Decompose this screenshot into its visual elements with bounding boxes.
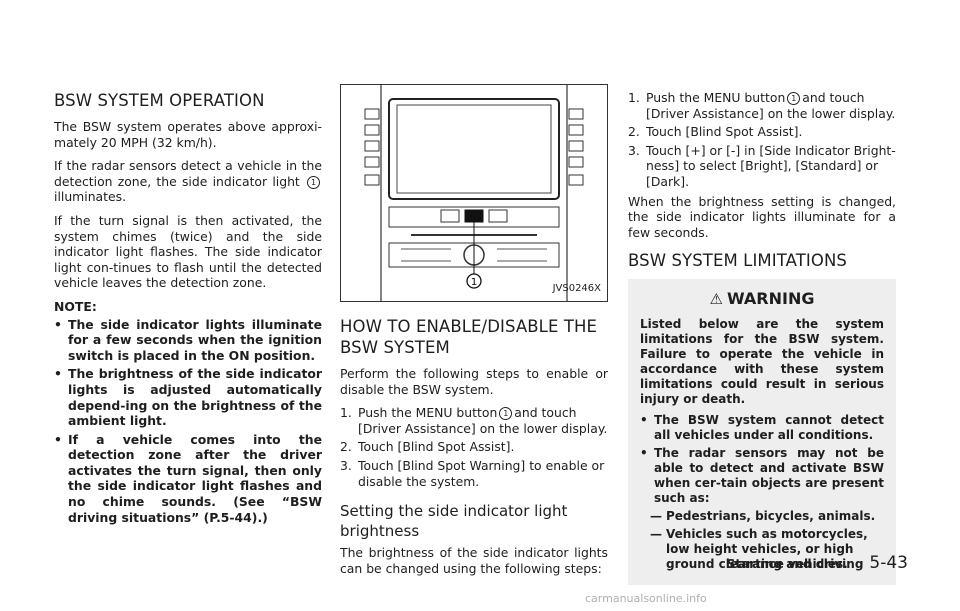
paragraph-text: If the radar sensors detect a vehicle in… xyxy=(54,158,322,189)
dash-icon: — xyxy=(650,509,662,524)
dashboard-illustration: 1 xyxy=(364,85,584,301)
section-heading-operation: BSW SYSTEM OPERATION xyxy=(54,91,265,110)
note-text: The side indicator lights illuminate for… xyxy=(68,316,322,363)
step-number: 1. xyxy=(340,405,352,421)
step-text: Touch [Blind Spot Warning] to enable or … xyxy=(358,457,605,489)
step-text-b: and touch [Driver Assistance] on the low… xyxy=(358,405,608,436)
callout-1-icon: 1 xyxy=(307,175,320,189)
figure-callout-label: 1 xyxy=(471,277,477,288)
step-text-b: and touch [Driver Assistance] on the low… xyxy=(646,90,896,121)
note-item: • The brightness of the side indicator li… xyxy=(54,366,322,428)
bullet-icon: • xyxy=(640,413,648,428)
step-text-a: Push the MENU button xyxy=(646,90,786,105)
paragraph-text: illuminates. xyxy=(54,189,127,205)
step-item: 3. Touch [Blind Spot Warning] to enable o… xyxy=(340,458,608,489)
warning-subitem-text: Pedestrians, bicycles, animals. xyxy=(666,509,876,524)
callout-1-icon: 1 xyxy=(499,407,513,421)
note-text: If a vehicle comes into the detection zo… xyxy=(68,431,322,525)
step-text-a: Push the MENU button xyxy=(358,405,498,421)
step-number: 2. xyxy=(628,124,640,140)
warning-item-text: The radar sensors may not be able to det… xyxy=(654,446,884,506)
step-item: 2. Touch [Blind Spot Assist]. xyxy=(628,124,896,140)
column-left: BSW SYSTEM OPERATION The BSW system oper… xyxy=(54,90,322,528)
page-footer: Starting and driving 5-43 xyxy=(727,553,908,573)
footer-section: Starting and driving xyxy=(726,557,864,571)
section-heading-limitations: BSW SYSTEM LIMITATIONS xyxy=(628,251,847,271)
paragraph: If the turn signal is then activated, th… xyxy=(54,212,322,291)
warning-title: WARNING xyxy=(726,289,815,309)
dash-icon: — xyxy=(650,527,662,542)
step-number: 3. xyxy=(340,457,352,473)
dashboard-figure: 1 JVS0246X xyxy=(340,84,608,302)
step-text: Touch [Blind Spot Assist]. xyxy=(358,439,515,455)
warning-text: Listed below are the system limitations … xyxy=(640,317,884,407)
note-text: The brightness of the side indicator lig… xyxy=(68,366,322,429)
paragraph: Perform the following steps to enable or… xyxy=(340,366,608,397)
step-item: 2. Touch [Blind Spot Assist]. xyxy=(340,439,608,455)
step-number: 1. xyxy=(628,90,640,105)
bullet-icon: • xyxy=(54,366,62,382)
step-text: Touch [+] or [-] in [Side Indicator Brig… xyxy=(646,142,896,189)
warning-subitem: — Pedestrians, bicycles, animals. xyxy=(650,509,884,524)
note-item: • If a vehicle comes into the detection z… xyxy=(54,432,322,526)
page-number: 5-43 xyxy=(869,553,908,573)
subheading-brightness: Setting the side indicator light brightn… xyxy=(340,502,568,541)
warning-subitem: — Vehicles such as motorcycles, low heigh… xyxy=(650,527,884,572)
warning-item-text: The BSW system cannot detect all vehicle… xyxy=(654,413,884,443)
bullet-icon: • xyxy=(54,431,62,447)
paragraph: The brightness of the side indicator lig… xyxy=(340,545,608,576)
note-item: • The side indicator lights illuminate fo… xyxy=(54,317,322,364)
warning-item: • The BSW system cannot detect all vehicl… xyxy=(640,413,884,443)
warning-subitem-text: Vehicles such as motorcycles, low height… xyxy=(666,527,868,572)
warning-item: • The radar sensors may not be able to de… xyxy=(640,446,884,506)
watermark: carmanualsonline.info xyxy=(585,592,707,605)
section-heading-enable: HOW TO ENABLE/DISABLE THE BSW SYSTEM xyxy=(340,317,598,357)
bullet-icon: • xyxy=(640,446,648,461)
paragraph: When the brightness setting is changed, … xyxy=(628,193,896,240)
step-item: 3. Touch [+] or [-] in [Side Indicator Br… xyxy=(628,143,896,190)
step-number: 3. xyxy=(628,142,640,158)
warning-header: ⚠WARNING xyxy=(640,291,884,307)
step-text: Touch [Blind Spot Assist]. xyxy=(646,124,803,140)
paragraph: The BSW system operates above approxi-ma… xyxy=(54,119,322,150)
warning-triangle-icon: ⚠ xyxy=(709,290,723,309)
warning-box: ⚠WARNING Listed below are the system lim… xyxy=(628,279,896,586)
step-number: 2. xyxy=(340,439,352,455)
paragraph: If the radar sensors detect a vehicle in… xyxy=(54,158,322,205)
column-middle: 1 JVS0246X HOW TO ENABLE/DISABLE THE BSW… xyxy=(340,84,608,584)
callout-1-icon: 1 xyxy=(787,92,801,105)
figure-code: JVS0246X xyxy=(552,283,601,295)
note-label: NOTE: xyxy=(54,298,97,314)
bullet-icon: • xyxy=(54,316,62,332)
